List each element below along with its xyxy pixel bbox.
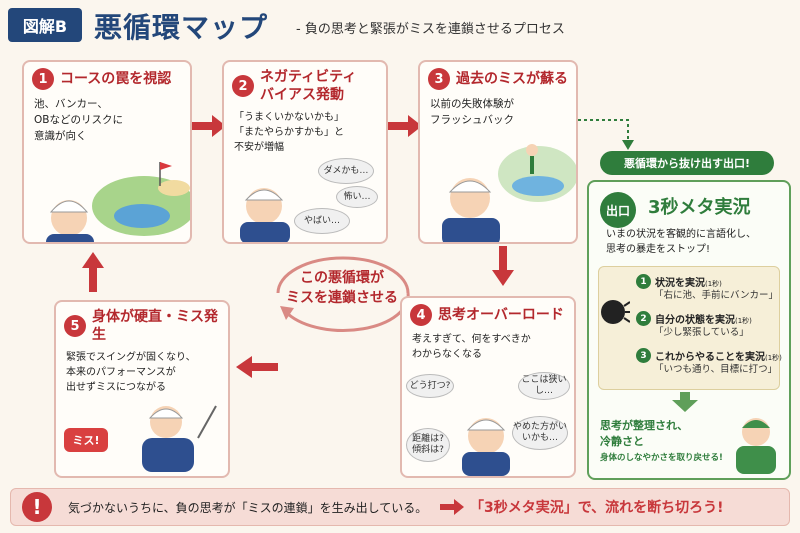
miss-burst: ミス! (64, 428, 108, 452)
meta-step-2: 2 自分の状態を実況(1秒) 「少し緊張している」 (636, 311, 784, 340)
step-number: 5 (64, 315, 86, 337)
thought-bubble: やばい… (294, 208, 350, 234)
stiff-swing-illustration (142, 405, 217, 472)
step-card-3: 3 過去のミスが蘇る 以前の失敗体験が フラッシュバック (418, 60, 578, 244)
figure-tag: 図解B (8, 8, 82, 42)
thought-bubble: ここは狭いし… (518, 372, 570, 400)
exit-result: 思考が整理され、 冷静さと 身体のしなやかさを取り戻せる! (600, 419, 723, 463)
step-card-1: 1 コースの罠を視認 池、バンカー、 OBなどのリスクに 意識が向く (22, 60, 192, 244)
warning-icon: ! (22, 492, 52, 522)
meta-step-3: 3 これからやることを実況(1秒) 「いつも通り、目標に打つ」 (636, 348, 784, 377)
step-card-4: 4 思考オーバーロード 考えすぎて、何をすべきか わからなくなる どう打つ? こ… (400, 296, 576, 478)
step-text: 考えすぎて、何をすべきか わからなくなる (412, 334, 531, 360)
step-text: 池、バンカー、 OBなどのリスクに 意識が向く (34, 98, 123, 142)
footer-message: 気づかないうちに、負の思考が「ミスの連鎖」を生み出している。 (68, 501, 428, 515)
step-number: 1 (32, 68, 54, 90)
page-title: 悪循環マップ (94, 11, 269, 44)
page-subtitle: - 負の思考と緊張がミスを連鎖させるプロセス (296, 22, 565, 37)
thought-bubble: 怖い… (336, 186, 378, 208)
step-text: 以前の失敗体験が フラッシュバック (430, 98, 514, 126)
step-title: コースの罠を視認 (60, 71, 172, 87)
footer-arrow-icon (440, 499, 464, 515)
flow-arrow-5-1 (82, 252, 104, 292)
thought-bubble: ダメかも… (318, 158, 374, 184)
calm-golfer-illustration (736, 418, 776, 474)
step-title: 思考オーバーロード (438, 307, 564, 323)
step-text: 「うまくいかないかも」 「またやらかすかも」と 不安が増幅 (234, 112, 344, 153)
step-title: 過去のミスが蘇る (456, 71, 568, 87)
flashback-illustration (442, 144, 576, 242)
footer-call-to-action: 「3秒メタ実況」で、流れを断ち切ろう! (470, 500, 724, 516)
step-number: 4 (410, 304, 432, 326)
step-title: 身体が硬直・ミス発生 (92, 309, 218, 343)
flow-arrow-1-2 (192, 115, 226, 137)
down-arrow-green (672, 392, 698, 412)
flow-arrow-2-3 (388, 115, 422, 137)
exit-badge: 出口 (600, 192, 636, 228)
thought-bubble: どう打つ? (406, 374, 454, 398)
step-title: ネガティビティ バイアス発動 (260, 69, 357, 103)
step-card-2: 2 ネガティビティ バイアス発動 「うまくいかないかも」 「またやらかすかも」と… (222, 60, 388, 244)
golf-course-illustration (46, 162, 190, 242)
exit-connector (578, 119, 634, 150)
exit-pill: 悪循環から抜け出す出口! (600, 151, 774, 175)
step-number: 3 (428, 68, 450, 90)
footer-banner (10, 488, 790, 526)
step-text: 緊張でスイングが固くなり、 本来のパフォーマンスが 出せずミスにつながる (66, 352, 196, 393)
step-card-5: 5 身体が硬直・ミス発生 緊張でスイングが固くなり、 本来のパフォーマンスが 出… (54, 300, 230, 478)
flow-arrow-4-5 (236, 356, 278, 378)
worried-golfer-illustration (240, 188, 290, 242)
thought-bubble: やめた方がいいかも… (512, 416, 568, 450)
speaking-head-icon (601, 300, 630, 324)
exit-title: 3秒メタ実況 (648, 197, 751, 218)
meta-step-1: 1 状況を実況(1秒) 「右に池、手前にバンカー」 (636, 274, 784, 303)
flow-arrow-3-4 (492, 246, 514, 286)
step-number: 2 (232, 75, 254, 97)
thought-bubble: 距離は? 傾斜は? (406, 428, 450, 462)
cycle-label: この悪循環が ミスを連鎖させる (286, 270, 398, 306)
meta-steps-box (598, 266, 780, 390)
overloaded-golfer-illustration (462, 418, 510, 476)
exit-description: いまの状況を客観的に言語化し、 思考の暴走をストップ! (606, 229, 756, 255)
